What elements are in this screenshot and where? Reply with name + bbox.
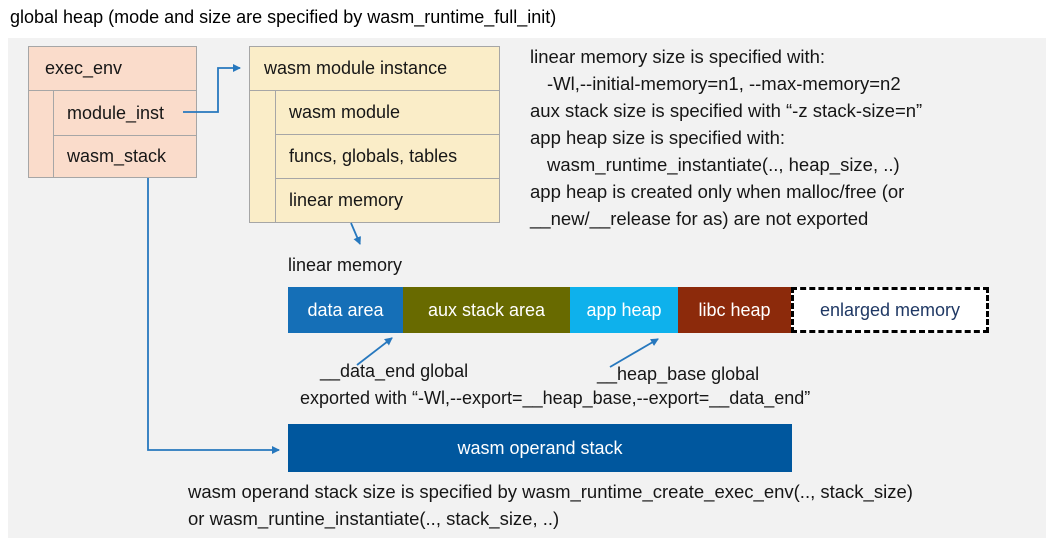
note-line: aux stack size is specified with “-z sta…	[530, 100, 923, 121]
notes-block: linear memory size is specified with: -W…	[530, 43, 1035, 232]
heap-base-global-label: __heap_base global	[597, 364, 760, 384]
page-title: global heap (mode and size are specified…	[10, 7, 557, 27]
footnote-block: wasm operand stack size is specified by …	[188, 478, 913, 532]
footnote-line: or wasm_runtine_instantiate(.., stack_si…	[188, 508, 560, 529]
linear-memory-bar: data area aux stack area app heap libc h…	[288, 287, 989, 333]
linear-memory-label: linear memory	[288, 255, 403, 275]
exec-env-header: exec_env	[28, 46, 197, 91]
export-flags-label: exported with “-Wl,--export=__heap_base,…	[300, 388, 811, 408]
segment-data-area: data area	[288, 287, 403, 333]
note-line: -Wl,--initial-memory=n1, --max-memory=n2	[547, 73, 901, 94]
segment-libc-heap: libc heap	[678, 287, 791, 333]
note-line: app heap is created only when malloc/fre…	[530, 181, 905, 202]
module-instance-header: wasm module instance	[249, 46, 500, 91]
footnote-line: wasm operand stack size is specified by …	[188, 481, 913, 502]
module-inst-box: module_inst	[53, 90, 197, 136]
wasm-stack-box: wasm_stack	[53, 135, 197, 178]
note-line: linear memory size is specified with:	[530, 46, 826, 67]
segment-aux-stack-area: aux stack area	[403, 287, 570, 333]
segment-app-heap: app heap	[570, 287, 678, 333]
wasm-module-box: wasm module	[275, 90, 500, 135]
note-line: __new/__release for as) are not exported	[530, 208, 869, 229]
linear-memory-box: linear memory	[275, 178, 500, 223]
data-end-global-label: __data_end global	[320, 361, 469, 381]
note-line: app heap size is specified with:	[530, 127, 786, 148]
segment-enlarged-memory: enlarged memory	[791, 287, 989, 333]
note-line: wasm_runtime_instantiate(.., heap_size, …	[547, 154, 900, 175]
wasm-operand-stack-bar: wasm operand stack	[288, 424, 792, 472]
funcs-globals-tables-box: funcs, globals, tables	[275, 134, 500, 179]
